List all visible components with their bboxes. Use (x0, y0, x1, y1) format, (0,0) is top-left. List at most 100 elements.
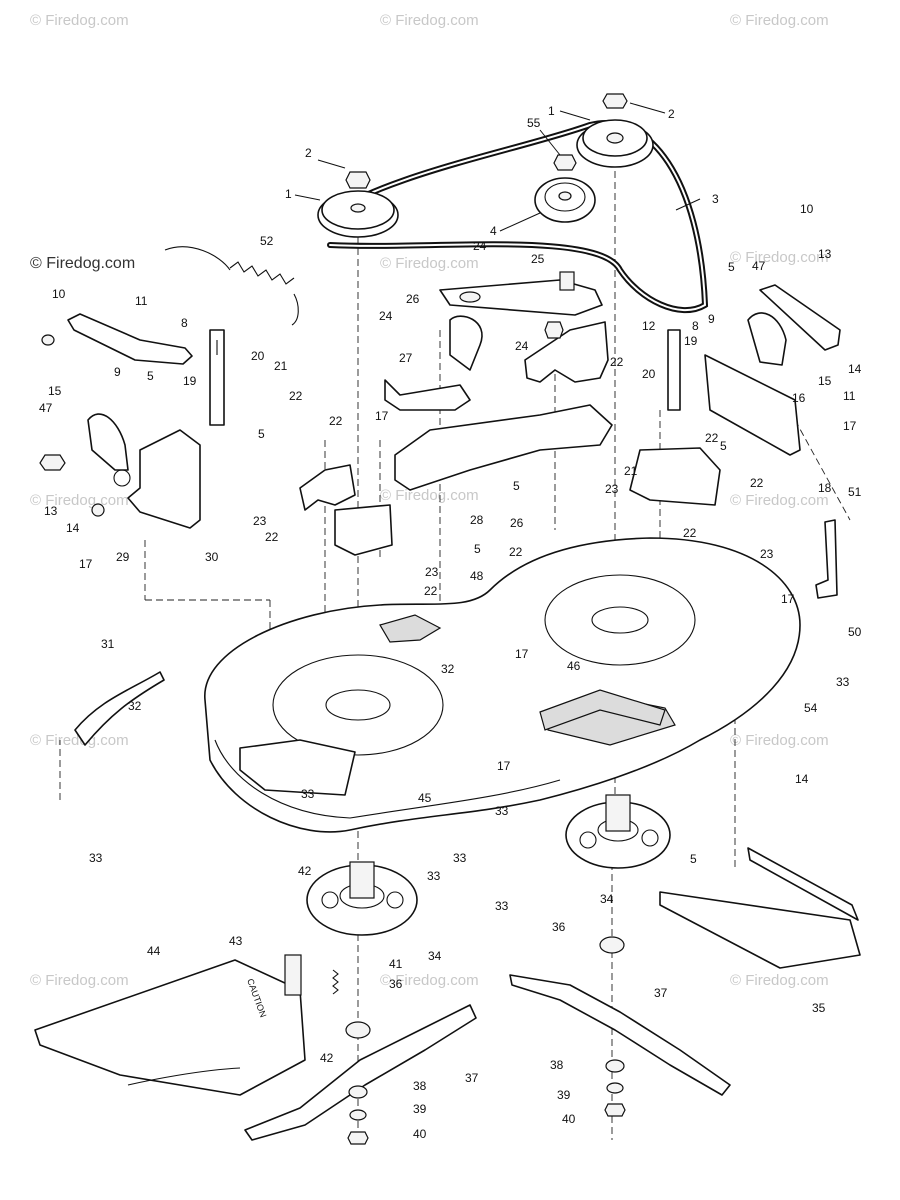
callout-17: 17 (843, 419, 857, 433)
callout-45: 45 (418, 791, 432, 805)
callout-41: 41 (389, 957, 403, 971)
callout-8: 8 (181, 316, 188, 330)
callout-14: 14 (795, 772, 809, 786)
callout-17: 17 (79, 557, 93, 571)
strap-right (667, 329, 681, 411)
callout-55: 55 (527, 116, 541, 130)
callout-14: 14 (66, 521, 80, 535)
callout-layer: 1 1 2 2 4 55 10 10 11 11 8 8 52 25 24 24… (39, 102, 862, 1141)
callout-10: 10 (52, 287, 66, 301)
callout-19: 19 (684, 334, 698, 348)
callout-37: 37 (654, 986, 668, 1000)
watermark: © Firedog.com (730, 972, 829, 989)
callout-23: 23 (605, 482, 619, 496)
watermark: © Firedog.com (380, 255, 479, 272)
spindle-left (306, 861, 418, 936)
bearing-right (599, 936, 625, 954)
callout-12: 12 (642, 319, 656, 333)
watermark: © Firedog.com (30, 732, 129, 749)
callout-38: 38 (550, 1058, 564, 1072)
watermark: © Firedog.com (380, 972, 479, 989)
callout-36: 36 (552, 920, 566, 934)
spindle-right (565, 794, 671, 869)
callout-22: 22 (750, 476, 764, 490)
callout-5: 5 (147, 369, 154, 383)
callout-10: 10 (800, 202, 814, 216)
callout-29: 29 (116, 550, 130, 564)
watermark: © Firedog.com (30, 972, 129, 989)
callout-24: 24 (515, 339, 529, 353)
callout-33: 33 (495, 899, 509, 913)
front-bumper (659, 891, 861, 969)
callout-24: 24 (379, 309, 393, 323)
spring-housing-26 (449, 315, 483, 371)
callout-11: 11 (135, 294, 148, 308)
callout-8: 8 (692, 319, 699, 333)
callout-25: 25 (531, 252, 545, 266)
watermark: © Firedog.com (30, 255, 135, 272)
callout-51: 51 (848, 485, 862, 499)
watermark: © Firedog.com (30, 12, 129, 29)
callout-22: 22 (329, 414, 343, 428)
callout-47: 47 (39, 401, 53, 415)
callout-11: 11 (843, 389, 856, 403)
callout-3: 3 (712, 192, 719, 206)
callout-22: 22 (509, 545, 523, 559)
callout-5: 5 (728, 260, 735, 274)
callout-34: 34 (600, 892, 614, 906)
callout-5: 5 (690, 852, 697, 866)
strap-left (209, 329, 225, 426)
callout-15: 15 (48, 384, 62, 398)
bracket-left (127, 429, 201, 529)
callout-46: 46 (567, 659, 581, 673)
callout-48: 48 (470, 569, 484, 583)
callout-43: 43 (229, 934, 243, 948)
callout-33: 33 (495, 804, 509, 818)
callout-33: 33 (301, 787, 315, 801)
callout-37: 37 (465, 1071, 479, 1085)
baffle-right (629, 447, 721, 506)
callout-5: 5 (258, 427, 265, 441)
callout-34: 34 (428, 949, 442, 963)
callout-42: 42 (298, 864, 312, 878)
baffle-left-lower (334, 504, 393, 556)
callout-20: 20 (642, 367, 656, 381)
watermark: © Firedog.com (380, 487, 479, 504)
callout-19: 19 (183, 374, 197, 388)
watermark: © Firedog.com (730, 249, 829, 266)
callout-26: 26 (406, 292, 420, 306)
baffle-bracket-27 (384, 379, 471, 411)
bracket-46 (539, 689, 666, 731)
bracket-arm-right (759, 284, 841, 351)
callout-33: 33 (836, 675, 850, 689)
callout-44: 44 (147, 944, 161, 958)
callout-14: 14 (848, 362, 862, 376)
callout-24: 24 (473, 239, 487, 253)
bracket-50 (815, 519, 838, 599)
callout-21: 21 (624, 464, 638, 478)
callout-22: 22 (289, 389, 303, 403)
callout-23: 23 (760, 547, 774, 561)
blade-left (244, 1004, 477, 1141)
drive-belt (319, 120, 709, 313)
callout-32: 32 (441, 662, 455, 676)
callout-17: 17 (497, 759, 511, 773)
callout-36: 36 (389, 977, 403, 991)
callout-21: 21 (274, 359, 288, 373)
watermark: © Firedog.com (730, 732, 829, 749)
plate-right (747, 312, 787, 366)
callout-16: 16 (792, 391, 806, 405)
callout-5: 5 (474, 542, 481, 556)
callout-1: 1 (548, 104, 555, 118)
callout-23: 23 (253, 514, 267, 528)
discharge-chute (34, 959, 306, 1096)
callout-9: 9 (708, 312, 715, 326)
callout-32: 32 (128, 699, 142, 713)
pulley-right (576, 93, 654, 168)
callout-39: 39 (413, 1102, 427, 1116)
callout-9: 9 (114, 365, 121, 379)
idler-pulley (534, 154, 596, 223)
callout-22: 22 (610, 355, 624, 369)
callout-54: 54 (804, 701, 818, 715)
